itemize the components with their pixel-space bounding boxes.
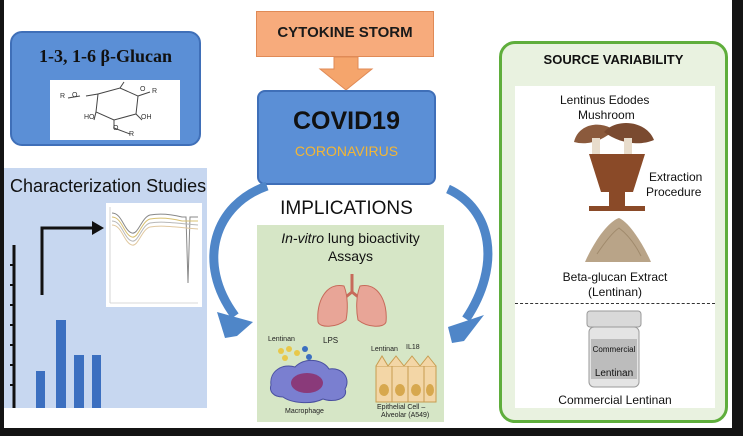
molecule-atom: O (113, 125, 119, 132)
macrophage-icon (270, 360, 348, 404)
extraction-label-line2: Procedure (646, 185, 702, 199)
commercial-lentinan-label: Commercial Lentinan (558, 393, 672, 407)
molecule-panel (50, 80, 180, 140)
mushroom-label-line1: Lentinus Edodes (560, 93, 650, 107)
molecule-atom: R (129, 131, 135, 138)
assay-title-line2: Assays (327, 248, 374, 264)
powder-icon (585, 218, 651, 262)
molecule-atom: R (60, 93, 66, 100)
lentinan-label-right: Lentinan (371, 346, 398, 353)
funnel-icon (589, 154, 645, 211)
characterization-title: Characterization Studies (10, 176, 207, 196)
jar-icon (586, 310, 642, 388)
curved-arrow-right-icon (445, 184, 493, 343)
mushroom-icon (574, 122, 654, 156)
down-arrow-icon (318, 57, 374, 91)
molecule-atom: HO (84, 114, 95, 121)
extract-label-line1: Beta-glucan Extract (562, 270, 668, 284)
jar-label-lentinan: Lentinan (594, 368, 634, 379)
molecule-atom: OH (141, 114, 152, 121)
il18-label: IL18 (406, 344, 420, 351)
lungs-icon (317, 274, 387, 327)
glucan-molecule-icon (67, 81, 151, 135)
lentinan-label-left: Lentinan (268, 336, 295, 343)
extraction-label-line1: Extraction (649, 170, 703, 184)
lps-label: LPS (323, 336, 339, 345)
epithelial-label-line1: Epithelial Cell – (377, 404, 426, 411)
extract-label-line2: (Lentinan) (587, 285, 643, 299)
bar-chart-icon (10, 221, 104, 408)
covid-box (257, 90, 436, 185)
source-variability-title: SOURCE VARIABILITY (543, 52, 684, 67)
mushroom-label-line2: Mushroom (578, 108, 635, 122)
assay-title-rest: lung bioactivity (324, 230, 420, 246)
cytokine-storm-box (256, 11, 434, 57)
molecule-atom: O (72, 92, 78, 99)
covid-subtitle: CORONAVIRUS (294, 143, 399, 159)
cytokine-storm-title: CYTOKINE STORM (277, 24, 413, 41)
implications-label: IMPLICATIONS (280, 198, 413, 219)
divider-line (515, 303, 715, 304)
curved-arrow-left-icon (209, 181, 269, 338)
macrophage-label: Macrophage (285, 408, 324, 415)
assay-title: In-vitro lung bioactivity (257, 230, 444, 246)
spectrum-plot-icon (109, 207, 199, 304)
covid-title: COVID19 (293, 107, 400, 135)
lentinan-particles-left-icon (278, 346, 312, 361)
molecule-atom: R (152, 88, 158, 95)
molecule-atom: O (140, 86, 146, 93)
epithelial-cell-icon (375, 355, 437, 403)
epithelial-label-line2: Alveolar (A549) (381, 412, 430, 419)
glucan-title: 1-3, 1-6 β-Glucan (39, 46, 172, 66)
assay-title-italic: In-vitro (281, 230, 325, 246)
jar-label-commercial: Commercial (592, 345, 636, 354)
